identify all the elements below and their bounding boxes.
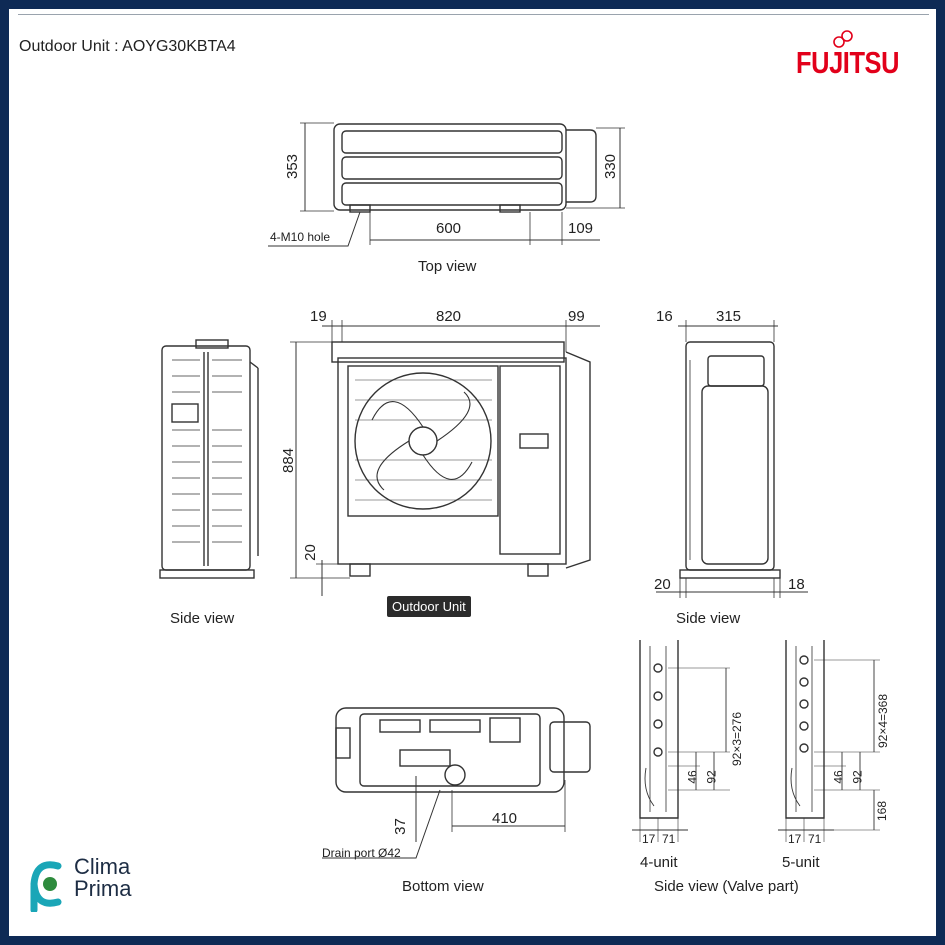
logo-line1: Clima bbox=[74, 854, 131, 879]
top-view-label: Top view bbox=[418, 258, 477, 275]
valve-side-view-label: Side view (Valve part) bbox=[654, 878, 799, 895]
valve-5unit-label: 5-unit bbox=[782, 854, 820, 871]
dim-4unit-46: 46 bbox=[685, 770, 700, 784]
left-side-view-drawing bbox=[159, 339, 259, 579]
dim-top-height-330: 330 bbox=[602, 153, 620, 180]
dim-front-base-20: 20 bbox=[301, 544, 319, 561]
clima-prima-logo: Clima Prima bbox=[26, 856, 131, 917]
dim-5unit-17: 17 bbox=[788, 832, 802, 846]
dim-bottom-width-410: 410 bbox=[492, 810, 518, 827]
top-view-drawing bbox=[268, 122, 625, 247]
dim-4unit-17: 17 bbox=[642, 832, 656, 846]
dim-5unit-92: 92 bbox=[850, 770, 865, 784]
valve-5unit-drawing bbox=[778, 640, 880, 842]
dim-side-width-315: 315 bbox=[716, 308, 742, 325]
drain-port-label: Drain port Ø42 bbox=[322, 846, 401, 860]
dim-bottom-37: 37 bbox=[391, 818, 409, 835]
clima-prima-mark-icon bbox=[30, 861, 62, 914]
right-side-view-drawing bbox=[656, 320, 808, 598]
dim-side-offset-16: 16 bbox=[656, 308, 673, 325]
dim-top-height-353: 353 bbox=[284, 153, 302, 180]
dim-5unit-71: 71 bbox=[808, 832, 822, 846]
dim-4unit-pitch: 92×3=276 bbox=[730, 711, 745, 767]
header-divider bbox=[18, 14, 929, 15]
valve-4unit-label: 4-unit bbox=[640, 854, 678, 871]
hole-label: 4-M10 hole bbox=[270, 230, 331, 244]
dim-front-width-820: 820 bbox=[436, 308, 462, 325]
page-title: Outdoor Unit : AOYG30KBTA4 bbox=[19, 38, 236, 55]
dim-top-ext-109: 109 bbox=[568, 220, 594, 237]
bottom-view-drawing bbox=[322, 707, 591, 859]
drawing-sheet bbox=[9, 9, 936, 936]
side-view-left-label: Side view bbox=[170, 610, 235, 627]
logo-line2: Prima bbox=[74, 876, 132, 901]
front-view-drawing bbox=[290, 320, 600, 596]
side-view-right-label: Side view bbox=[676, 610, 741, 627]
brand-logo: FUJITSU bbox=[796, 45, 900, 80]
dim-4unit-92: 92 bbox=[704, 770, 719, 784]
dim-front-height-884: 884 bbox=[280, 447, 298, 474]
brand-rings-icon bbox=[833, 30, 853, 48]
dim-5unit-168: 168 bbox=[875, 800, 890, 822]
bottom-view-label: Bottom view bbox=[402, 878, 484, 895]
dim-5unit-pitch: 92×4=368 bbox=[876, 693, 891, 749]
dim-side-base-left-20: 20 bbox=[654, 576, 671, 593]
dim-5unit-46: 46 bbox=[831, 770, 846, 784]
dim-top-width-600: 600 bbox=[436, 220, 462, 237]
outdoor-unit-tooltip: Outdoor Unit bbox=[387, 596, 471, 617]
dim-4unit-71: 71 bbox=[662, 832, 676, 846]
valve-4unit-drawing bbox=[632, 640, 730, 842]
dim-front-left-19: 19 bbox=[310, 308, 327, 325]
dim-side-base-right-18: 18 bbox=[788, 576, 805, 593]
dim-front-right-99: 99 bbox=[568, 308, 585, 325]
